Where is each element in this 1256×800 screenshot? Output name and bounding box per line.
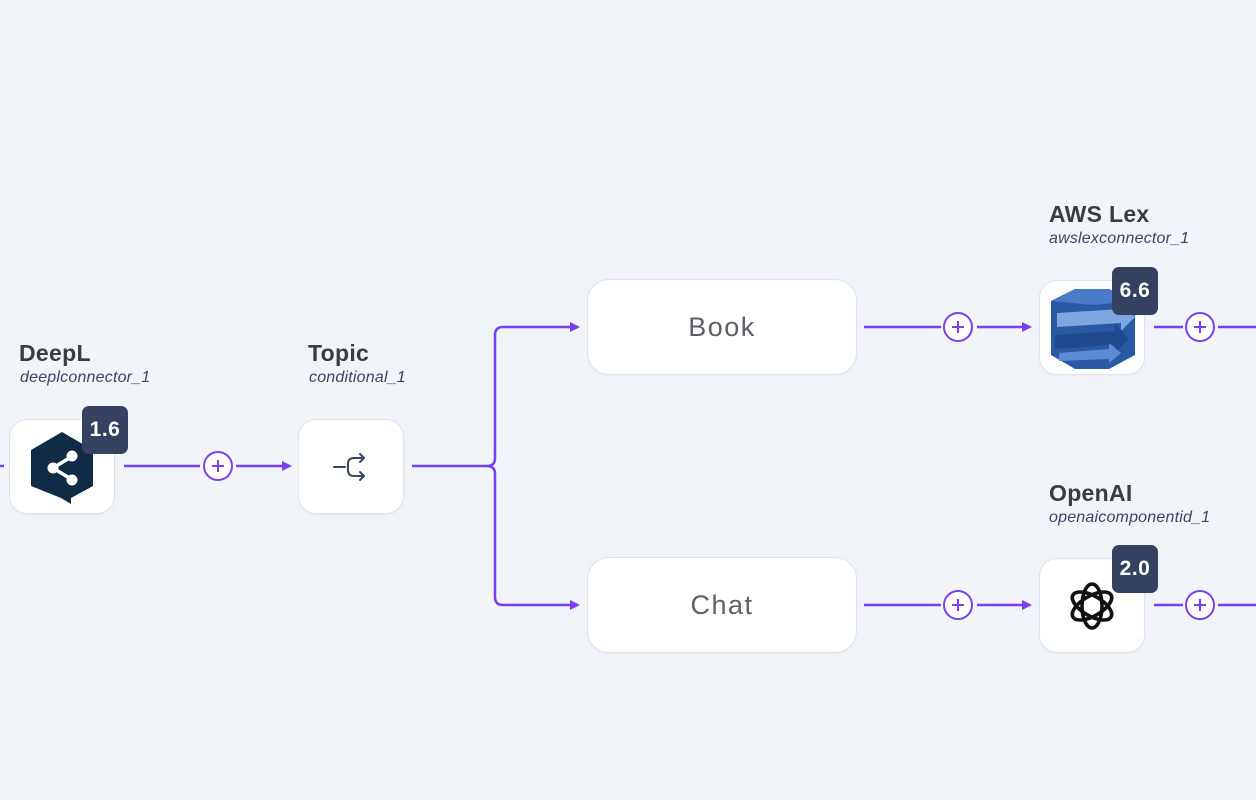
node-label: Book [688, 311, 756, 342]
openai-logo-icon [1070, 581, 1114, 630]
node-title: DeepL [19, 340, 91, 366]
node-card-chat[interactable]: Chat [587, 557, 857, 653]
version-badge: 6.6 [1112, 267, 1158, 315]
node-id: openaicomponentid_1 [1049, 509, 1211, 526]
node-id: deeplconnector_1 [20, 369, 151, 386]
connector-topic-branch-lower [486, 464, 580, 610]
node-title: AWS Lex [1049, 201, 1150, 227]
deepl-logo-icon [31, 431, 93, 504]
node-id: conditional_1 [309, 369, 406, 386]
node-card-topic[interactable] [298, 419, 404, 514]
node-card-book[interactable]: Book [587, 279, 857, 375]
version-badge: 1.6 [82, 406, 128, 454]
node-title: OpenAI [1049, 480, 1133, 506]
node-card-openai[interactable] [1039, 558, 1145, 653]
node-id: awslexconnector_1 [1049, 230, 1190, 247]
add-step-icon[interactable] [1185, 312, 1215, 342]
node-label: Chat [690, 589, 754, 620]
add-step-icon[interactable] [943, 312, 973, 342]
connector-topic-branch [412, 322, 580, 468]
version-badge: 2.0 [1112, 545, 1158, 593]
branch-split-icon [333, 452, 365, 481]
add-step-icon[interactable] [943, 590, 973, 620]
add-step-icon[interactable] [203, 451, 233, 481]
node-title: Topic [308, 340, 370, 366]
add-step-icon[interactable] [1185, 590, 1215, 620]
